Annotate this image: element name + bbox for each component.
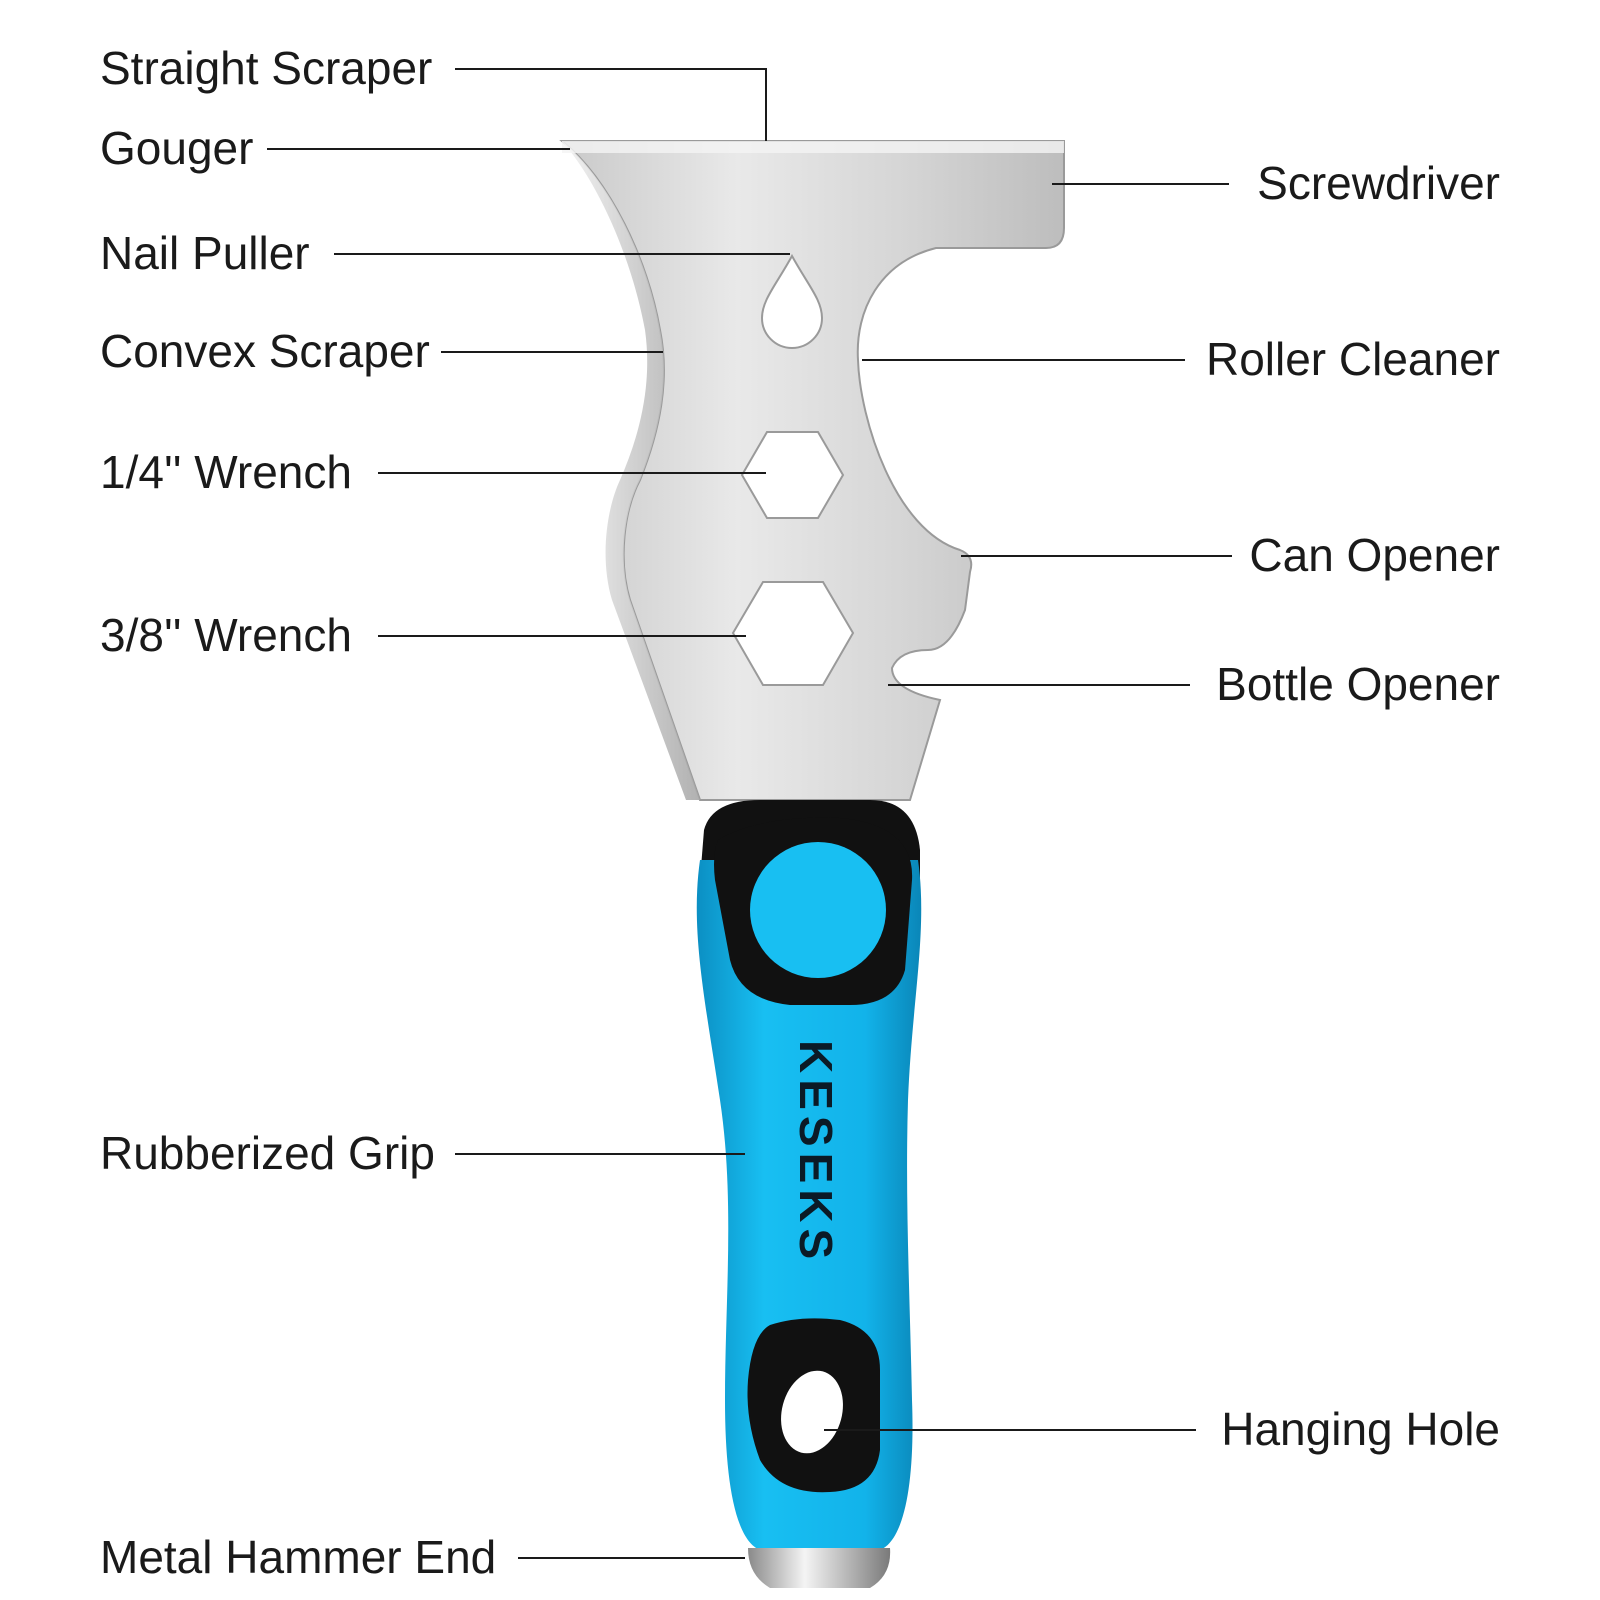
- label-nail-puller: Nail Puller: [100, 227, 310, 279]
- upper-grip-button: [750, 842, 886, 978]
- label-can-opener: Can Opener: [1249, 529, 1500, 581]
- blade-top-edge: [562, 141, 1064, 153]
- hanging-hole: [781, 1370, 843, 1454]
- three-eighths-wrench-hole: [731, 581, 855, 686]
- label-gouger: Gouger: [100, 122, 254, 174]
- leader-lines: [267, 68, 1232, 1559]
- nail-puller-hole: [760, 253, 824, 349]
- label-three-eighths-wrench: 3/8'' Wrench: [100, 609, 352, 661]
- label-quarter-wrench: 1/4'' Wrench: [100, 446, 352, 498]
- handle: KESEKS: [696, 800, 922, 1588]
- label-bottle-opener: Bottle Opener: [1216, 658, 1500, 710]
- blade: [559, 140, 1065, 801]
- label-roller-cleaner: Roller Cleaner: [1205, 333, 1500, 385]
- label-convex-scraper: Convex Scraper: [100, 325, 430, 377]
- label-straight-scraper: Straight Scraper: [100, 42, 433, 94]
- quarter-wrench-hole: [740, 431, 845, 519]
- label-screwdriver: Screwdriver: [1257, 157, 1500, 209]
- label-hanging-hole: Hanging Hole: [1221, 1403, 1500, 1455]
- leader-straight-scraper: [455, 68, 767, 141]
- hammer-end-cap: [748, 1548, 891, 1588]
- brand-logo: KESEKS: [790, 1040, 842, 1265]
- blade-bevel-edge: [562, 141, 700, 800]
- label-metal-hammer-end: Metal Hammer End: [100, 1531, 497, 1583]
- label-rubberized-grip: Rubberized Grip: [100, 1127, 435, 1179]
